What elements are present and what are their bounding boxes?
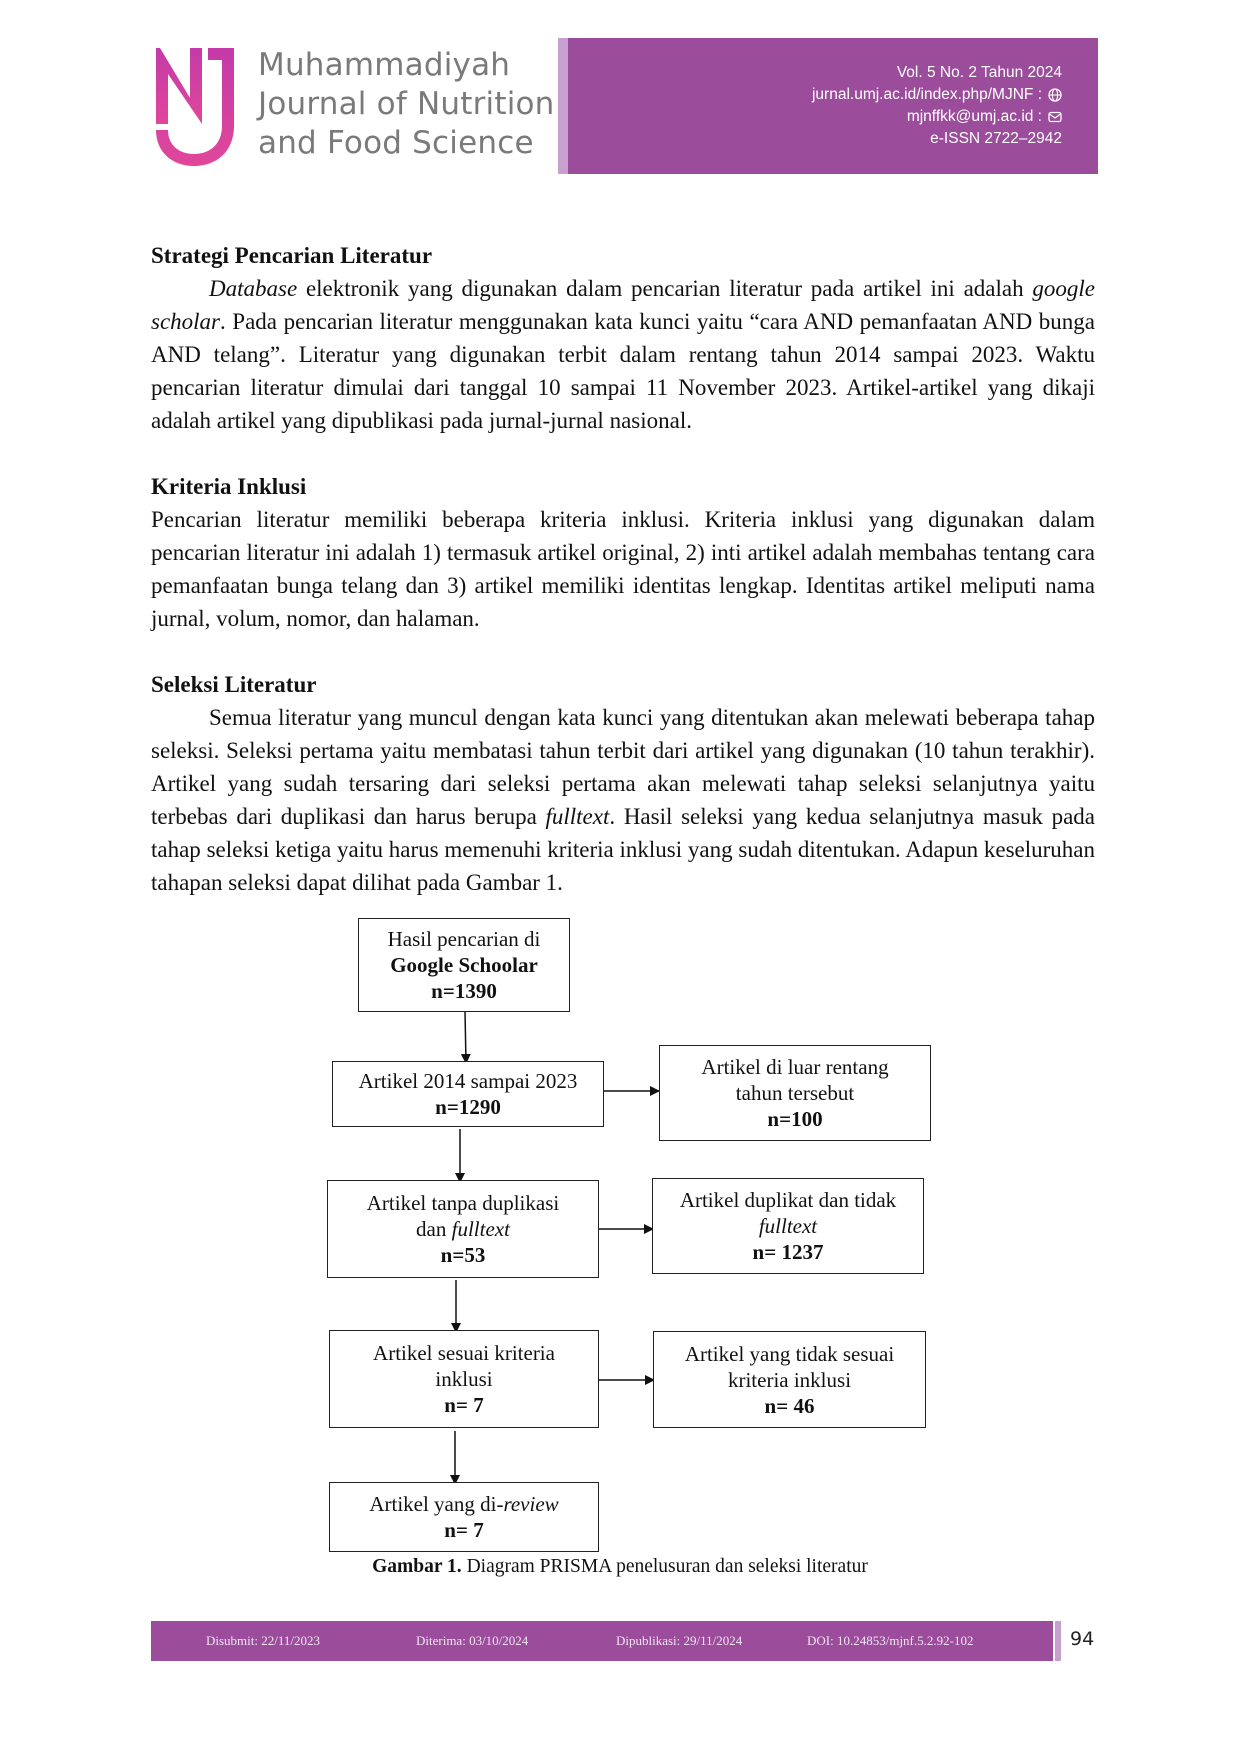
box4-line1: Artikel sesuai kriteria	[373, 1341, 555, 1365]
journal-name-line1: Muhammadiyah	[258, 47, 511, 83]
issn-info: e-ISSN 2722–2942	[930, 130, 1062, 147]
journal-name-line3: and Food Science	[258, 125, 534, 161]
journal-name: Muhammadiyah Journal of Nutrition and Fo…	[258, 46, 555, 163]
box5-count: n= 7	[444, 1518, 484, 1542]
box2x-count: n=100	[767, 1107, 823, 1131]
box3x-line2-italic: fulltext	[758, 1214, 818, 1238]
term-database: Database	[209, 276, 298, 301]
box3-line2-italic: fulltext	[451, 1217, 510, 1241]
prisma-box-excluded-duplicates: Artikel duplikat dan tidak fulltext n= 1…	[652, 1178, 924, 1274]
article-body: Strategi Pencarian Literatur Database el…	[151, 239, 1095, 899]
box4-count: n= 7	[444, 1393, 484, 1417]
email-row[interactable]: mjnffkk@umj.ac.id :	[812, 106, 1062, 128]
box2-line1: Artikel 2014 sampai 2023	[358, 1069, 578, 1093]
footer-band: Disubmit: 22/11/2023 Diterima: 03/10/202…	[151, 1621, 1061, 1661]
prisma-box-identification: Hasil pencarian di Google Schoolar n=139…	[358, 918, 570, 1012]
box5-line1-text: Artikel yang di-	[369, 1492, 504, 1516]
accepted-date: Diterima: 03/10/2024	[416, 1633, 529, 1648]
box2-count: n=1290	[435, 1095, 501, 1119]
term-fulltext: fulltext	[545, 804, 610, 829]
box5-line1-italic: review	[503, 1492, 559, 1516]
box2x-line2: tahun tersebut	[735, 1081, 855, 1105]
heading-kriteria: Kriteria Inklusi	[151, 474, 307, 499]
box1-line1: Hasil pencarian di	[387, 927, 541, 951]
arrow-1-to-2	[460, 1010, 471, 1064]
footer-accent-strip	[1055, 1621, 1061, 1661]
prisma-box-excluded-year: Artikel di luar rentang tahun tersebut n…	[659, 1045, 931, 1141]
text-seleksi-2: . Hasil seleksi yang kedua selanjutnya m…	[151, 804, 1095, 895]
text-strategi-1: elektronik yang digunakan dalam pencaria…	[297, 276, 1033, 301]
prisma-box-no-duplicates: Artikel tanpa duplikasi dan fulltext n=5…	[327, 1180, 599, 1278]
heading-strategi: Strategi Pencarian Literatur	[151, 243, 433, 268]
box4x-line1: Artikel yang tidak sesuai	[684, 1341, 895, 1366]
box3x-line1: Artikel duplikat dan tidak	[679, 1188, 897, 1212]
published-date: Dipublikasi: 29/11/2024	[616, 1633, 743, 1648]
paragraph-strategi: Database elektronik yang digunakan dalam…	[151, 272, 1095, 437]
website-row[interactable]: jurnal.umj.ac.id/index.php/MJNF :	[812, 84, 1062, 106]
box3-line1: Artikel tanpa duplikasi	[366, 1191, 560, 1215]
box3x-count: n= 1237	[752, 1240, 824, 1264]
header-info-band: Vol. 5 No. 2 Tahun 2024 jurnal.umj.ac.id…	[558, 38, 1098, 174]
header-accent-strip	[558, 38, 568, 174]
heading-seleksi: Seleksi Literatur	[151, 672, 317, 697]
prisma-box-year-range: Artikel 2014 sampai 2023 n=1290	[332, 1061, 604, 1127]
box3-count: n=53	[440, 1243, 486, 1267]
figure-label: Gambar 1.	[372, 1556, 462, 1577]
email-text[interactable]: mjnffkk@umj.ac.id :	[906, 108, 1042, 125]
prisma-box-inclusion: Artikel sesuai kriteria inklusi n= 7	[329, 1330, 599, 1428]
box5-line1: Artikel yang di-review	[369, 1491, 558, 1517]
figure-caption: Gambar 1. Diagram PRISMA penelusuran dan…	[0, 1556, 1240, 1578]
text-seleksi-1: Semua literatur yang muncul dengan kata …	[151, 705, 1095, 829]
submitted-date: Disubmit: 22/11/2023	[206, 1633, 320, 1648]
box3x-line2: fulltext	[759, 1213, 817, 1239]
box4x-count: n= 46	[764, 1393, 815, 1418]
envelope-icon	[1048, 111, 1062, 123]
box2x-line1: Artikel di luar rentang	[701, 1055, 889, 1079]
journal-name-line2: Journal of Nutrition	[258, 86, 555, 122]
term-google-scholar: google scholar	[151, 276, 1095, 334]
globe-icon	[1048, 88, 1062, 102]
box3-line2-text: dan	[416, 1217, 452, 1241]
journal-logo	[156, 48, 234, 166]
box1-line2: Google Schoolar	[390, 953, 538, 977]
prisma-box-excluded-inclusion: Artikel yang tidak sesuai kriteria inklu…	[653, 1331, 926, 1428]
box4x-line2: kriteria inklusi	[727, 1367, 852, 1392]
text-strategi-2: . Pada pencarian literatur menggunakan k…	[151, 309, 1095, 433]
box3-line2: dan fulltext	[416, 1216, 510, 1242]
figure-caption-text: Diagram PRISMA penelusuran dan seleksi l…	[461, 1556, 868, 1577]
website-text[interactable]: jurnal.umj.ac.id/index.php/MJNF :	[811, 86, 1042, 103]
paragraph-kriteria: Pencarian literatur memiliki beberapa kr…	[151, 507, 1095, 631]
box4-line2: inklusi	[435, 1367, 493, 1391]
paragraph-seleksi: Semua literatur yang muncul dengan kata …	[151, 701, 1095, 899]
box1-count: n=1390	[431, 979, 497, 1003]
page-number: 94	[1070, 1628, 1095, 1650]
doi-link[interactable]: DOI: 10.24853/mjnf.5.2.92-102	[807, 1633, 974, 1648]
header-info: Vol. 5 No. 2 Tahun 2024 jurnal.umj.ac.id…	[812, 62, 1062, 150]
prisma-box-reviewed: Artikel yang di-review n= 7	[329, 1482, 599, 1552]
volume-info: Vol. 5 No. 2 Tahun 2024	[896, 64, 1062, 81]
